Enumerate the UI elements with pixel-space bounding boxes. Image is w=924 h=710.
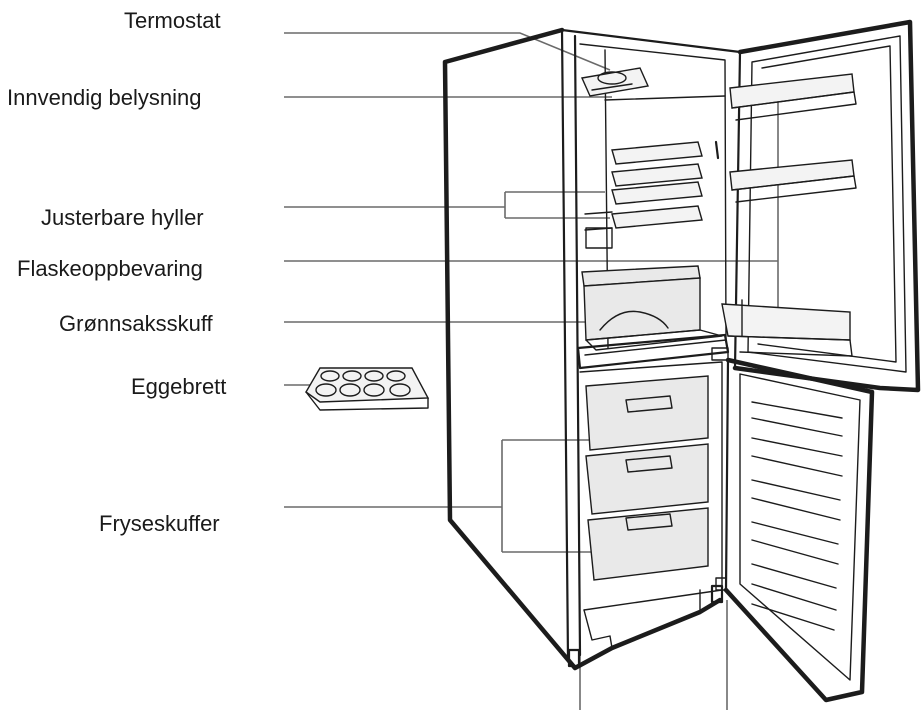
leader-lines (284, 32, 779, 710)
freezer-door-racks (751, 401, 843, 631)
foot-right (710, 584, 724, 604)
freezer-door (711, 347, 875, 703)
egg-tray (305, 367, 430, 411)
thermostat-light-unit (580, 67, 650, 97)
leader-termostat (284, 32, 611, 71)
label-flaskeoppbevaring: Flaskeoppbevaring (17, 256, 203, 281)
vegetable-crisper (581, 265, 723, 351)
cabinet (442, 27, 742, 671)
drawer-1 (585, 375, 709, 451)
label-justerbare-hyller: Justerbare hyller (41, 205, 204, 230)
adjustable-shelves (584, 140, 720, 249)
label-fryseskuffer: Fryseskuffer (99, 511, 220, 536)
label-gronnsaksskuff: Grønnsaksskuff (59, 311, 213, 336)
cabinet-side-outline (442, 27, 723, 671)
label-eggebrett: Eggebrett (131, 374, 227, 399)
label-innvendig-belysning: Innvendig belysning (7, 85, 202, 110)
fridge-door (721, 19, 921, 393)
leader-justerbare-hyller (284, 191, 610, 219)
label-termostat: Termostat (124, 8, 221, 33)
freezer-drawers (585, 375, 709, 581)
foot-left (567, 648, 581, 668)
leader-flaskeoppbevaring (284, 100, 779, 320)
drawer-2 (585, 443, 709, 515)
drawer-3 (587, 507, 709, 581)
leader-fryseskuffer (284, 439, 640, 553)
